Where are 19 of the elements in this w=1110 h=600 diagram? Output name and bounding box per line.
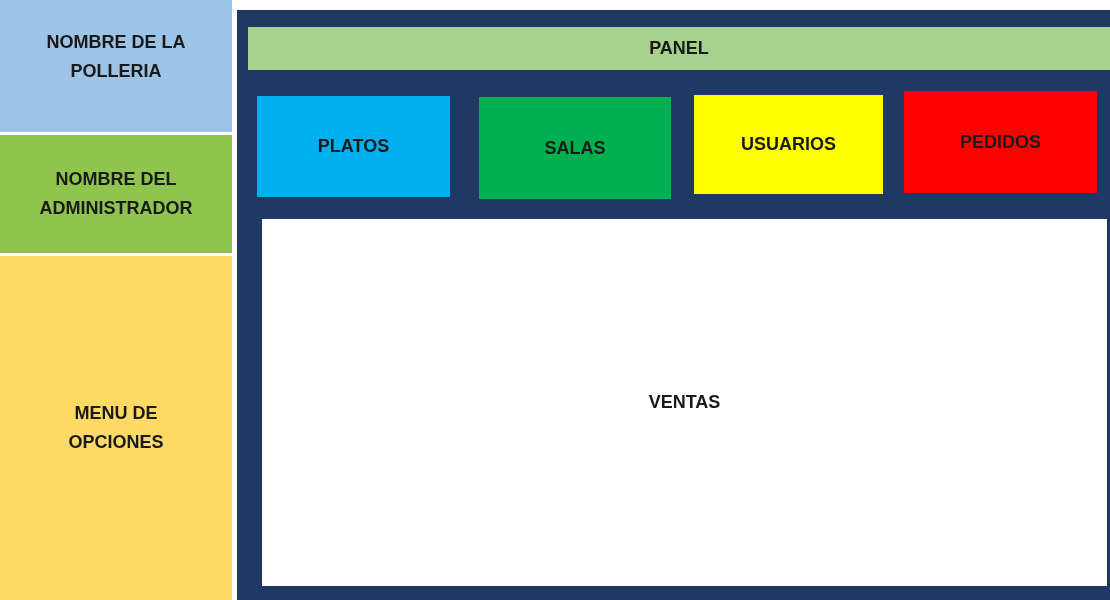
node-label: PANEL: [649, 37, 709, 61]
node-label: SALAS: [544, 136, 606, 160]
content-area: [262, 219, 1107, 586]
node-label: MENU DE OPCIONES: [67, 402, 165, 454]
menu-panel: [0, 256, 232, 600]
admin-block: [0, 135, 232, 253]
node-label: NOMBRE DEL ADMINISTRADOR: [38, 168, 194, 220]
module-tile: [257, 96, 450, 197]
main-panel: [237, 10, 1110, 600]
header-bar: [248, 27, 1110, 70]
node-label: NOMBRE DE LA POLLERIA: [45, 31, 187, 83]
module-tile: [479, 97, 671, 199]
node-label: USUARIOS: [741, 133, 836, 157]
node-label: VENTAS: [648, 391, 721, 415]
title-block: [0, 0, 232, 132]
module-tile: [904, 91, 1097, 193]
node-label: PEDIDOS: [960, 130, 1041, 154]
module-tile: [694, 95, 883, 194]
node-label: PLATOS: [317, 135, 390, 159]
